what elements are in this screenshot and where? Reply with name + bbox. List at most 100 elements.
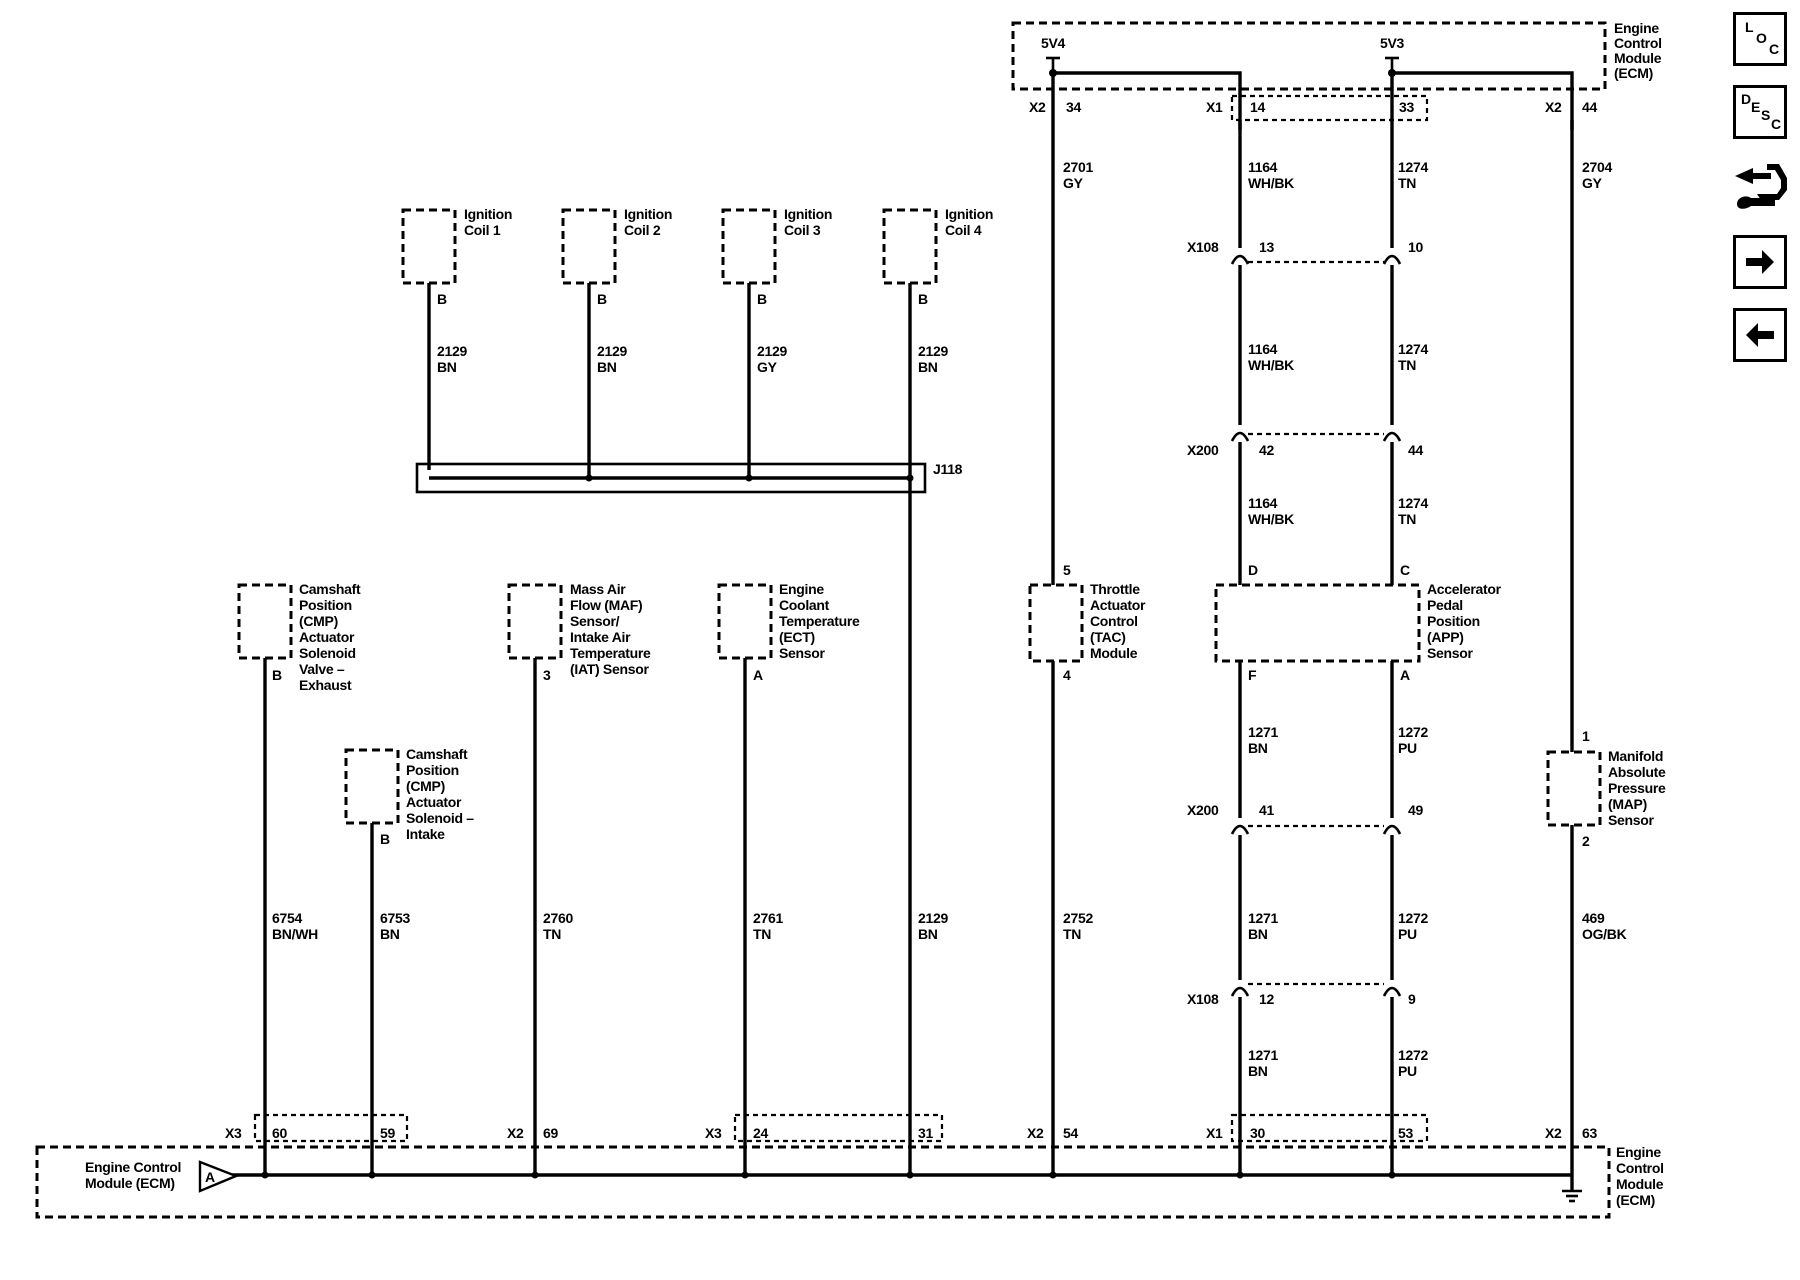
pin-label: F <box>1248 667 1257 683</box>
svg-text:2129: 2129 <box>918 910 948 926</box>
svg-text:GY: GY <box>1582 175 1603 191</box>
wire-label-2760: 2760 TN <box>543 910 574 942</box>
conn-label: X1 <box>1206 1125 1223 1141</box>
svg-text:Solenoid –: Solenoid – <box>406 810 474 826</box>
svg-text:41: 41 <box>1259 802 1274 818</box>
cmp-intake-box <box>344 748 400 825</box>
supply-label-5v4: 5V4 <box>1041 35 1066 51</box>
svg-text:Coil 4: Coil 4 <box>945 222 982 238</box>
svg-text:2704: 2704 <box>1582 159 1612 175</box>
svg-text:Coolant: Coolant <box>779 597 830 613</box>
svg-text:Solenoid: Solenoid <box>299 645 356 661</box>
svg-text:2129: 2129 <box>597 343 627 359</box>
previous-page-button[interactable] <box>1733 308 1787 362</box>
conn-label: X2 <box>507 1125 524 1141</box>
splice-node <box>585 474 593 482</box>
pin-label: 53 <box>1398 1125 1413 1141</box>
conn-label: X3 <box>225 1125 242 1141</box>
svg-text:PU: PU <box>1398 926 1417 942</box>
ecm-x3-subbox <box>733 1113 944 1143</box>
svg-text:Exhaust: Exhaust <box>299 677 352 693</box>
tac-module-label: Throttle Actuator Control (TAC) Module <box>1090 581 1146 661</box>
ecm-bottom-label-right: Engine Control Module (ECM) <box>1616 1144 1664 1208</box>
svg-text:Absolute: Absolute <box>1608 764 1666 780</box>
maf-sensor-box <box>507 583 563 660</box>
svg-text:Ignition: Ignition <box>624 206 672 222</box>
connector-pinout-icon[interactable] <box>1731 160 1791 218</box>
svg-text:13: 13 <box>1259 239 1274 255</box>
svg-text:Valve –: Valve – <box>299 661 345 677</box>
svg-text:(TAC): (TAC) <box>1090 629 1126 645</box>
svg-text:Actuator: Actuator <box>406 794 462 810</box>
location-button[interactable]: L O C <box>1733 12 1787 66</box>
arrow-left-icon <box>1746 323 1774 347</box>
ect-sensor-box <box>717 583 773 660</box>
wire-label-2129-lower: 2129 BN <box>918 910 949 942</box>
svg-text:6754: 6754 <box>272 910 302 926</box>
svg-text:Ignition: Ignition <box>784 206 832 222</box>
svg-text:(MAP): (MAP) <box>1608 796 1647 812</box>
ignition-coil-4: Ignition Coil 4 B <box>882 206 993 307</box>
svg-text:Engine Control: Engine Control <box>85 1159 181 1175</box>
svg-text:1274: 1274 <box>1398 159 1428 175</box>
svg-text:Intake: Intake <box>406 826 445 842</box>
offpage-reference[interactable]: A <box>198 1160 240 1193</box>
svg-text:10: 10 <box>1408 239 1423 255</box>
pin-label: 3 <box>543 667 551 683</box>
app-sensor-label: Accelerator Pedal Position (APP) Sensor <box>1427 581 1502 661</box>
cmp-exhaust-box <box>237 583 293 660</box>
wire-label-1164: 1164 WH/BK 1164 WH/BK 1164 WH/BK <box>1248 159 1294 527</box>
next-page-button[interactable] <box>1733 235 1787 289</box>
svg-text:WH/BK: WH/BK <box>1248 175 1294 191</box>
svg-text:1271: 1271 <box>1248 1047 1278 1063</box>
svg-text:Manifold: Manifold <box>1608 748 1663 764</box>
svg-text:Engine: Engine <box>779 581 824 597</box>
supply-bus-5v4 <box>1053 71 1242 130</box>
svg-text:Flow (MAF): Flow (MAF) <box>570 597 642 613</box>
svg-text:2129: 2129 <box>757 343 787 359</box>
svg-text:Sensor/: Sensor/ <box>570 613 620 629</box>
conn-label: X3 <box>705 1125 722 1141</box>
svg-text:42: 42 <box>1259 442 1274 458</box>
svg-text:TN: TN <box>1398 175 1416 191</box>
conn-label: X2 <box>1027 1125 1044 1141</box>
splice-j118-box <box>415 462 927 494</box>
svg-text:Engine: Engine <box>1614 20 1659 36</box>
ignition-coil-1: Ignition Coil 1 B <box>401 206 512 307</box>
svg-text:B: B <box>437 291 447 307</box>
svg-text:2129: 2129 <box>437 343 467 359</box>
svg-text:B: B <box>757 291 767 307</box>
svg-text:1164: 1164 <box>1248 341 1278 357</box>
svg-text:Sensor: Sensor <box>779 645 826 661</box>
svg-text:Coil 1: Coil 1 <box>464 222 501 238</box>
map-sensor-label: Manifold Absolute Pressure (MAP) Sensor <box>1608 748 1666 828</box>
svg-text:(CMP): (CMP) <box>406 778 445 794</box>
svg-text:B: B <box>918 291 928 307</box>
wire-label-coil3: 2129 GY <box>757 343 788 375</box>
wire-label-2701: 2701 GY <box>1063 159 1094 191</box>
desc-letter: D <box>1741 91 1752 107</box>
svg-text:1164: 1164 <box>1248 495 1278 511</box>
svg-text:Pressure: Pressure <box>1608 780 1666 796</box>
bus-node <box>368 1171 376 1179</box>
description-button[interactable]: D E S C <box>1733 85 1787 139</box>
svg-text:Control: Control <box>1090 613 1138 629</box>
svg-text:(ECM): (ECM) <box>1614 65 1653 81</box>
svg-text:(CMP): (CMP) <box>299 613 338 629</box>
svg-text:TN: TN <box>1398 511 1416 527</box>
pin-label: A <box>1400 667 1410 683</box>
svg-text:Temperature: Temperature <box>779 613 860 629</box>
pin-label: 24 <box>753 1125 768 1141</box>
svg-text:(APP): (APP) <box>1427 629 1464 645</box>
svg-text:Mass Air: Mass Air <box>570 581 626 597</box>
svg-text:Module: Module <box>1614 50 1662 66</box>
svg-text:Throttle: Throttle <box>1090 581 1140 597</box>
ground-symbol <box>1562 1175 1582 1203</box>
ecm-x1-top-subbox <box>1230 94 1429 122</box>
svg-text:BN: BN <box>1248 740 1268 756</box>
svg-text:2761: 2761 <box>753 910 783 926</box>
svg-text:1271: 1271 <box>1248 724 1278 740</box>
svg-text:TN: TN <box>1063 926 1081 942</box>
bus-node <box>531 1171 539 1179</box>
svg-text:X200: X200 <box>1187 442 1219 458</box>
